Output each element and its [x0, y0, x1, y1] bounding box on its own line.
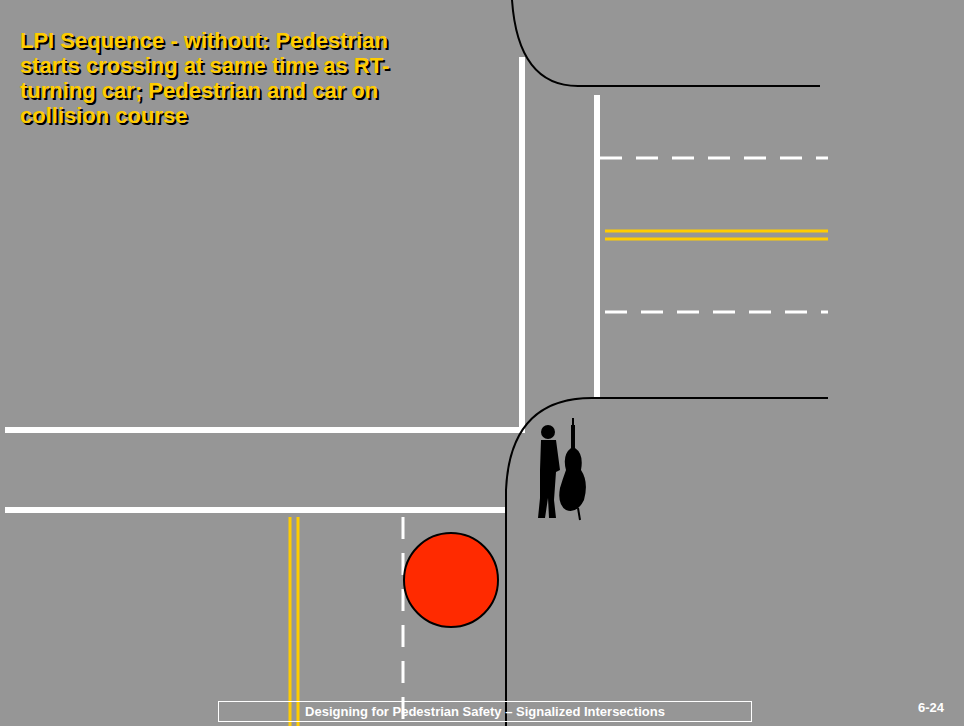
crosswalk-line [5, 507, 505, 513]
center-line [605, 238, 828, 241]
stop-line [519, 57, 525, 433]
footer-box: Designing for Pedestrian Safety – Signal… [218, 701, 752, 722]
curb-line [512, 0, 820, 86]
pedestrian-figure [538, 418, 586, 520]
lane-line [600, 157, 828, 160]
curb-line [506, 398, 828, 726]
lane-line [605, 311, 828, 314]
center-line [605, 230, 828, 233]
center-line [289, 517, 292, 726]
lane-line [402, 517, 405, 726]
slide-heading: LPI Sequence - without: Pedestrian start… [20, 28, 400, 128]
car-symbol [404, 533, 498, 627]
slide-number: 6-24 [918, 700, 944, 715]
center-line [297, 517, 300, 726]
footer-text: Designing for Pedestrian Safety – Signal… [227, 704, 743, 719]
crosswalk-line [5, 427, 525, 433]
crosswalk-line [594, 95, 600, 398]
